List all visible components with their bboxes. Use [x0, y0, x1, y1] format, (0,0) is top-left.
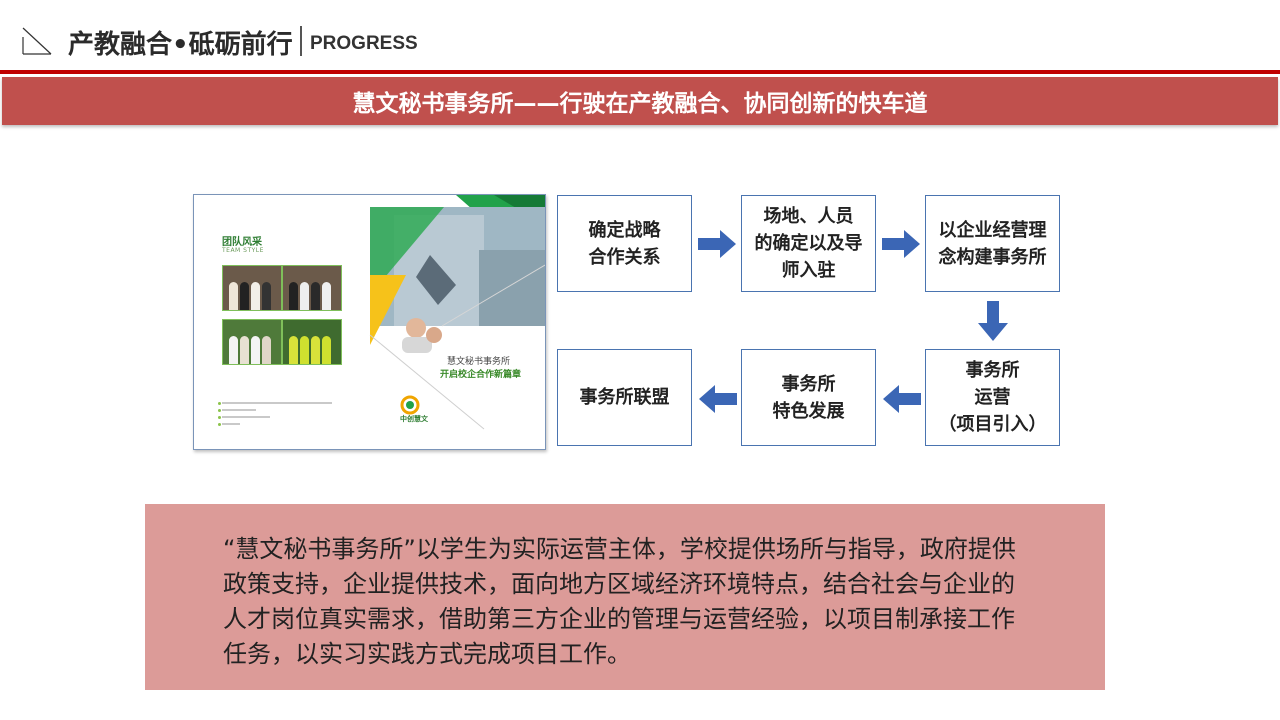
- banner-text: 慧文秘书事务所——行驶在产教融合、协同创新的快车道: [352, 91, 928, 117]
- flow-step-operation: 事务所 运营 （项目引入）: [925, 349, 1060, 446]
- arrow-right-icon: [882, 230, 920, 258]
- page-title: 产教融合•砥砺前行: [68, 30, 293, 60]
- description-panel: “慧文秘书事务所”以学生为实际运营主体，学校提供场所与指导，政府提供政策支持，企…: [145, 504, 1105, 690]
- contact-line: [222, 409, 256, 411]
- diagonal-corner-icon: [22, 27, 52, 55]
- flow-step-staffing: 场地、人员 的确定以及导 师入驻: [741, 195, 876, 292]
- arrow-left-icon: [699, 385, 737, 413]
- description-text: “慧文秘书事务所”以学生为实际运营主体，学校提供场所与指导，政府提供政策支持，企…: [223, 535, 1016, 668]
- contact-bullet: [218, 416, 221, 419]
- team-photo: [222, 319, 282, 365]
- contact-bullet: [218, 402, 221, 405]
- arrow-left-icon: [883, 385, 921, 413]
- title-divider: [300, 26, 302, 56]
- arrow-right-icon: [698, 230, 736, 258]
- brochure-team-subtitle: TEAM STYLE: [222, 247, 264, 254]
- brochure-logo-text: 中创慧文: [400, 415, 428, 423]
- contact-bullet: [218, 423, 221, 426]
- brochure-image: 团队风采 TEAM STYLE 慧文秘书事务所 开启校企合作新篇章 中创慧文: [193, 194, 546, 450]
- brochure-graphics: [369, 195, 545, 430]
- flow-step-build: 以企业经营理 念构建事务所: [925, 195, 1060, 292]
- brochure-slogan: 开启校企合作新篇章: [440, 370, 522, 380]
- section-banner: 慧文秘书事务所——行驶在产教融合、协同创新的快车道: [2, 77, 1278, 125]
- contact-bullet: [218, 409, 221, 412]
- team-photo: [282, 319, 342, 365]
- brochure-team-title: 团队风采: [222, 237, 262, 248]
- header-rule: [0, 70, 1280, 74]
- page-subtitle: PROGRESS: [310, 33, 418, 54]
- arrow-down-icon: [978, 301, 1008, 341]
- flow-step-strategy: 确定战略 合作关系: [557, 195, 692, 292]
- flow-step-feature: 事务所 特色发展: [741, 349, 876, 446]
- team-photo: [222, 265, 282, 311]
- contact-line: [222, 423, 240, 425]
- contact-line: [222, 402, 332, 404]
- brochure-caption: 慧文秘书事务所: [447, 357, 511, 367]
- flow-step-alliance: 事务所联盟: [557, 349, 692, 446]
- contact-line: [222, 416, 270, 418]
- team-photo: [282, 265, 342, 311]
